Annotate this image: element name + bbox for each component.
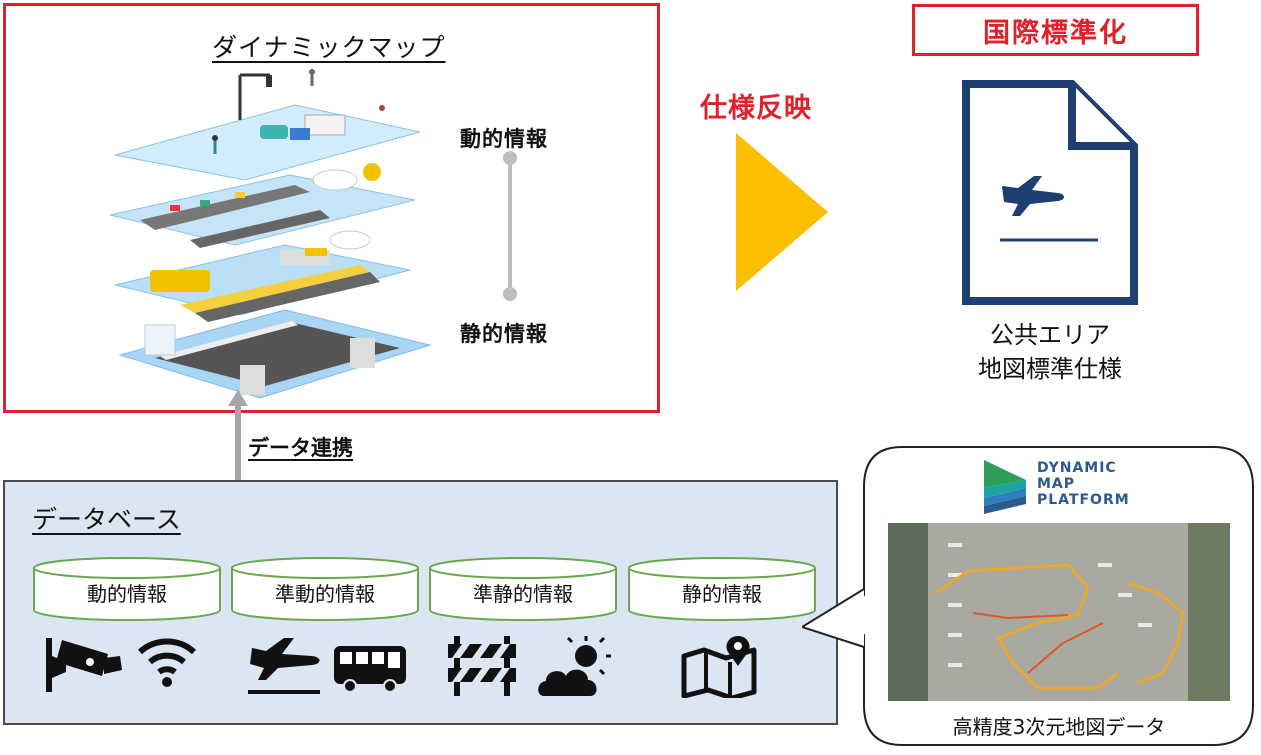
db-label-quasi-dynamic: 準動的情報	[275, 582, 375, 606]
cylinder-shape	[429, 557, 617, 621]
spec-caption-line2: 地図標準仕様	[978, 355, 1122, 383]
dynamic-info-label: 動的情報	[460, 127, 548, 151]
callout-pointer	[802, 588, 865, 648]
dynamic-layer	[114, 69, 421, 181]
airplane-departure-icon	[248, 638, 320, 694]
db-label-static: 静的情報	[682, 582, 762, 606]
bus-icon	[334, 646, 406, 693]
dynamic-map-title: ダイナミックマップ	[212, 33, 446, 62]
cylinder-shape	[231, 557, 419, 621]
wifi-icon	[137, 638, 197, 687]
quasi-static-layer	[114, 244, 411, 322]
data-link-arrow-icon	[228, 390, 248, 502]
hd-map-caption: 高精度3次元地図データ	[952, 715, 1166, 739]
info-range-line	[508, 157, 512, 295]
airplane-icon	[1002, 176, 1064, 216]
data-link-label: データ連携	[248, 436, 353, 460]
map-pin-icon	[681, 636, 757, 698]
dmp-logo-text: DYNAMIC MAP PLATFORM	[1037, 460, 1130, 508]
db-cylinder-quasi-static: 準静的情報	[428, 556, 618, 622]
road-barrier-icon	[448, 636, 516, 696]
range-dot-bottom	[503, 287, 517, 301]
database-title: データベース	[32, 505, 181, 534]
dmp-logo-icon	[984, 460, 1026, 514]
static-info-label: 静的情報	[460, 322, 548, 346]
spec-caption-line1: 公共エリア	[990, 321, 1110, 349]
layered-map-illustration	[109, 69, 432, 399]
weather-icon	[538, 636, 611, 696]
db-label-dynamic: 動的情報	[87, 582, 167, 606]
international-standardization-box: 国際標準化	[912, 4, 1199, 56]
security-camera-icon	[46, 638, 122, 692]
document-icon	[962, 80, 1138, 305]
spec-caption: 公共エリア 地図標準仕様	[940, 318, 1160, 386]
db-cylinder-dynamic: 動的情報	[32, 556, 222, 622]
dmp-logo-line2: MAP	[1037, 476, 1076, 492]
quasi-dynamic-layer	[109, 163, 416, 250]
cylinder-shape	[628, 557, 816, 621]
dmp-logo-line1: DYNAMIC	[1037, 460, 1117, 476]
db-label-quasi-static: 準静的情報	[473, 582, 573, 606]
airport-aerial-image	[888, 523, 1230, 701]
play-arrow-icon	[736, 133, 828, 291]
dynamic-map-frame	[3, 3, 660, 413]
db-cylinder-static: 静的情報	[627, 556, 817, 622]
cylinder-shape	[33, 557, 221, 621]
dmp-logo-line3: PLATFORM	[1037, 492, 1130, 508]
db-cylinder-quasi-dynamic: 準動的情報	[230, 556, 420, 622]
static-road-layer	[118, 309, 432, 399]
spec-reflection-label: 仕様反映	[700, 93, 812, 124]
range-dot-top	[503, 151, 517, 165]
